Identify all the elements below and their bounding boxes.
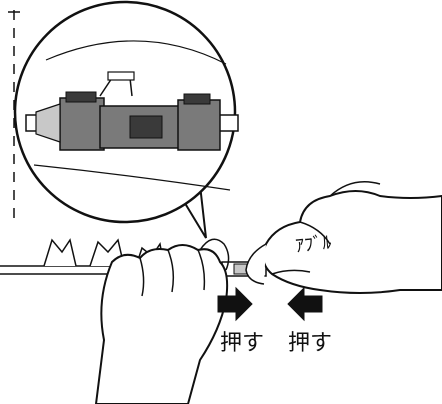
left-hand-outline	[96, 245, 227, 404]
detail-connector-window	[130, 116, 162, 138]
left-hand	[96, 239, 229, 404]
tape-mark-label: ｱﾌﾞﾙ	[294, 232, 332, 257]
detail-clip-base	[108, 72, 134, 80]
push-label-right: 押す	[288, 331, 332, 356]
detail-connector-left	[60, 98, 104, 150]
detail-connector-right-top	[184, 94, 210, 104]
push-label-left: 押す	[220, 331, 264, 356]
strip-clip-1	[44, 240, 76, 266]
detail-connector-left-top	[66, 92, 96, 102]
push-arrow-left-icon	[288, 288, 322, 320]
magnified-detail	[15, 2, 238, 238]
right-hand	[246, 182, 442, 293]
right-hand-outline	[263, 191, 442, 293]
detail-connector-right	[178, 100, 220, 150]
right-hand-thumb	[246, 244, 266, 284]
